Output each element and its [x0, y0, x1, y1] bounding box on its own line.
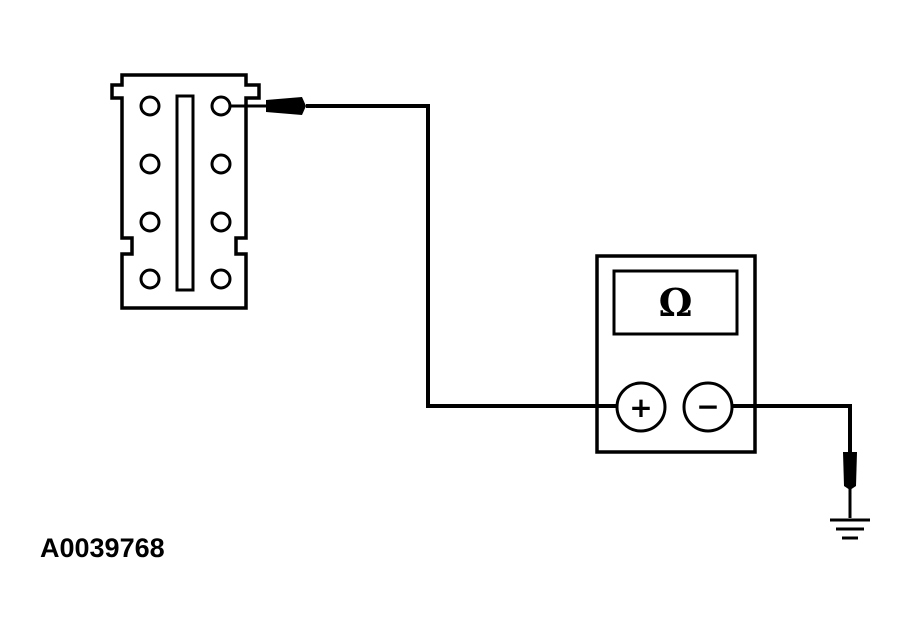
meter-body	[595, 254, 757, 454]
test-lead-negative	[732, 404, 852, 452]
connector-pin	[210, 95, 232, 117]
connector-pin	[210, 211, 232, 233]
figure-reference-number: A0039768	[40, 533, 165, 563]
negative-terminal-sign: −	[696, 390, 719, 423]
probe-tip-connector	[231, 97, 306, 115]
connector-pin	[139, 95, 161, 117]
connector-pin	[139, 153, 161, 175]
ground-icon	[830, 518, 870, 540]
connector-pin	[139, 268, 161, 290]
connector-pin	[139, 211, 161, 233]
ohmmeter: Ω + −	[595, 254, 757, 454]
test-lead-positive	[306, 104, 618, 408]
meter-display-symbol: Ω	[659, 280, 693, 325]
connector	[110, 73, 261, 310]
connector-pin	[210, 153, 232, 175]
connector-center-slot	[175, 94, 195, 292]
positive-terminal-sign: +	[629, 391, 652, 424]
meter-display	[612, 269, 739, 336]
connector-pin	[210, 268, 232, 290]
probe-tip-ground	[843, 452, 857, 518]
positive-terminal	[615, 381, 667, 433]
connector-housing	[110, 73, 261, 310]
